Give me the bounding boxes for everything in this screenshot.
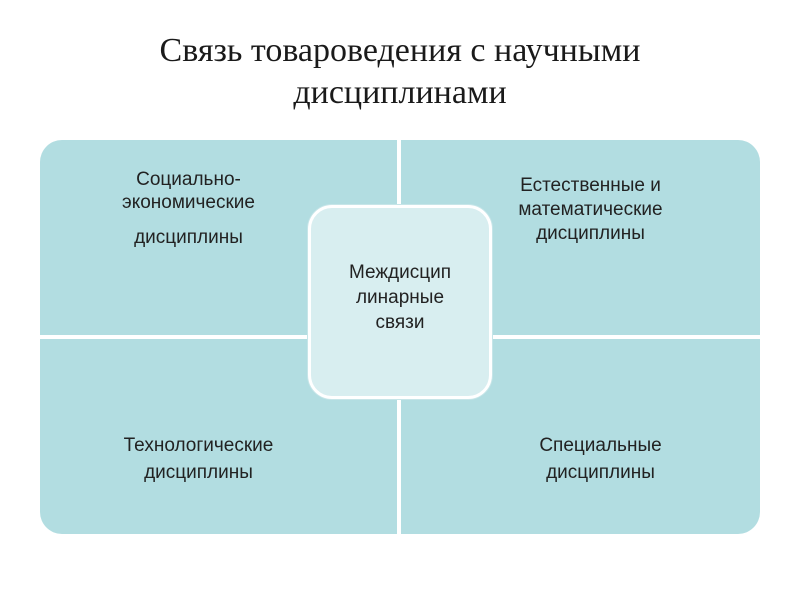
quadrant-special: Специальные дисциплины xyxy=(401,339,760,534)
quadrant-socio-economic-line1: Социально- xyxy=(136,169,241,190)
quadrant-special-line2: дисциплины xyxy=(546,462,655,483)
quadrant-technological-line1: Технологические xyxy=(123,435,274,456)
slide-title-line2: дисциплинами xyxy=(293,74,507,111)
center-line2: линарные xyxy=(355,287,445,308)
quadrant-natural-math-line3: дисциплины xyxy=(536,223,645,244)
quadrant-technological-line2: дисциплины xyxy=(144,462,253,483)
quadrant-natural-math-line1: Естественные и xyxy=(520,175,661,196)
center-interdisciplinary-box: Междисцип линарные связи xyxy=(308,205,492,399)
quadrant-socio-economic-line3: дисциплины xyxy=(134,227,243,248)
center-line3: связи xyxy=(375,312,425,333)
quadrant-natural-math-line2: математические xyxy=(518,199,663,220)
slide-title: Связь товароведения с научными дисциплин… xyxy=(0,30,800,114)
center-line1: Междисцип xyxy=(348,262,452,283)
quadrant-socio-economic-line2: экономические xyxy=(122,192,255,213)
quadrant-special-line1: Специальные xyxy=(539,435,662,456)
slide-title-line1: Связь товароведения с научными xyxy=(159,32,641,69)
